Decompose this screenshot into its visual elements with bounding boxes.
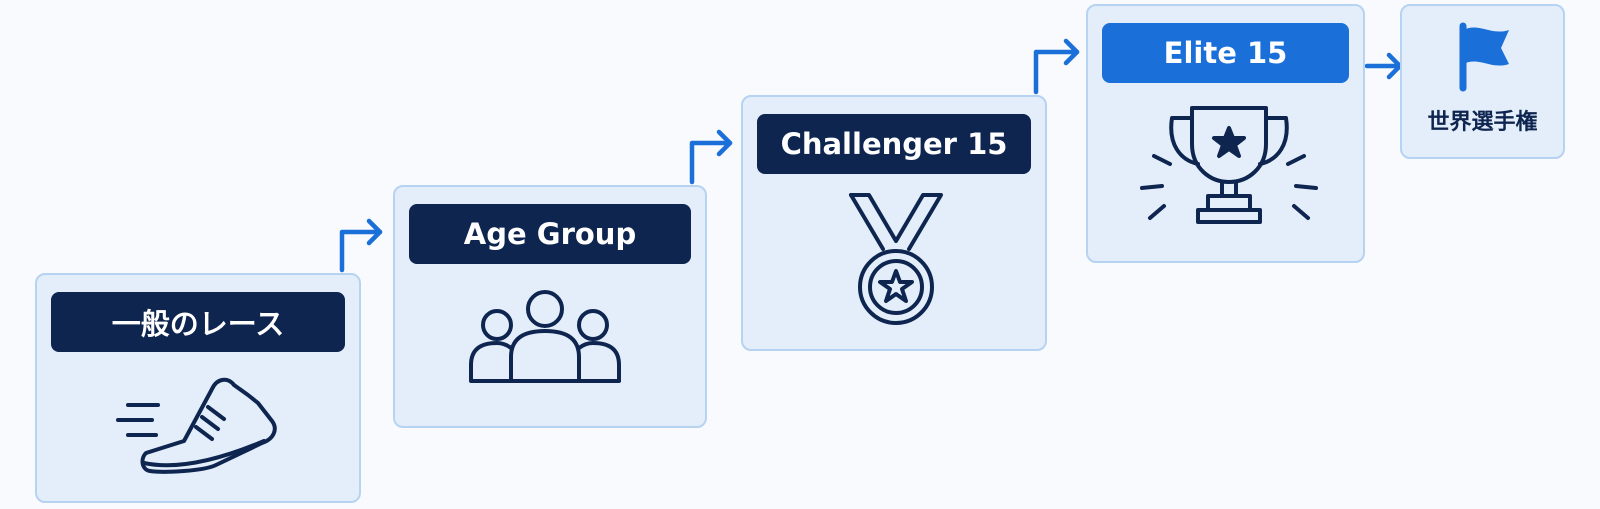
stage-card-age-group: Age Group	[393, 185, 707, 428]
stage-label: 一般のレース	[51, 292, 345, 352]
trophy-icon	[1140, 106, 1318, 224]
flag-icon	[1459, 22, 1509, 92]
stage-card-general-race: 一般のレース	[35, 273, 361, 503]
stage-label: Challenger 15	[757, 114, 1031, 174]
stage-label: Elite 15	[1102, 23, 1349, 83]
group-people-icon	[469, 290, 621, 383]
medal-icon	[849, 193, 943, 325]
finish-label: 世界選手権	[1427, 110, 1538, 135]
stage-card-elite-15: Elite 15	[1086, 4, 1365, 263]
arrow-1-to-2	[339, 218, 383, 273]
arrow-3-to-4	[1033, 38, 1080, 95]
arrow-2-to-3	[689, 129, 733, 185]
arrow-4-to-finish	[1364, 52, 1403, 80]
running-shoe-icon	[116, 377, 277, 474]
stage-card-challenger-15: Challenger 15	[741, 95, 1047, 351]
finish-card-world-championship: 世界選手権	[1400, 4, 1565, 159]
stage-label: Age Group	[409, 204, 691, 264]
